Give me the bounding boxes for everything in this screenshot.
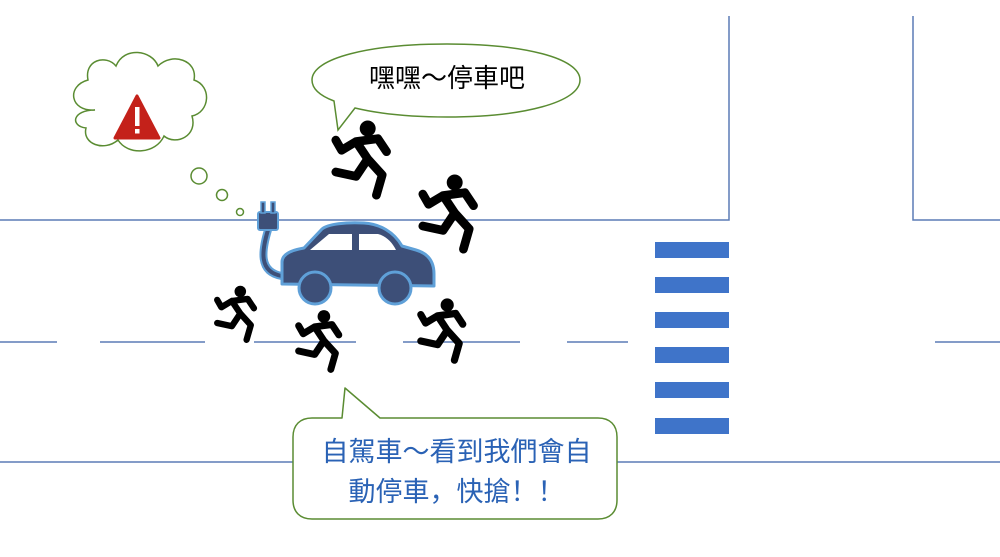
speech-bottom-line-2: 動停車，快搶！！: [348, 477, 565, 508]
crosswalk-stripe: [655, 277, 729, 293]
running-person-icon: [299, 310, 339, 369]
crosswalk: [655, 242, 729, 434]
car-wheel: [297, 270, 333, 306]
speech-bubble-bottom: [292, 387, 618, 520]
thought-dot: [190, 167, 208, 185]
speech-bubble-top: [311, 43, 581, 132]
crosswalk-stripe: [655, 418, 729, 434]
car-wheel: [377, 270, 413, 306]
speech-top-text: 嘿嘿～停車吧: [368, 64, 525, 94]
running-person-icon: [336, 121, 387, 196]
electric-plug-icon: [257, 201, 284, 280]
running-person-icon: [421, 298, 463, 360]
upper-road-edge-right: [912, 16, 1000, 221]
thought-dot: [215, 188, 229, 202]
crosswalk-stripe: [655, 312, 729, 328]
crosswalk-stripe: [655, 242, 729, 258]
speech-bottom-line-1: 自駕車～看到我們會自: [321, 437, 592, 468]
electric-car-icon: [280, 221, 436, 306]
speech-bottom-text: 自駕車～看到我們會自 動停車，快搶！！: [304, 433, 609, 513]
thought-dot: [235, 207, 245, 217]
running-person-icon: [217, 286, 254, 340]
warning-icon: [113, 94, 161, 140]
crosswalk-stripe: [655, 347, 729, 363]
crosswalk-stripe: [655, 382, 729, 398]
running-person-icon: [423, 175, 474, 250]
upper-road-edge: [0, 16, 730, 221]
